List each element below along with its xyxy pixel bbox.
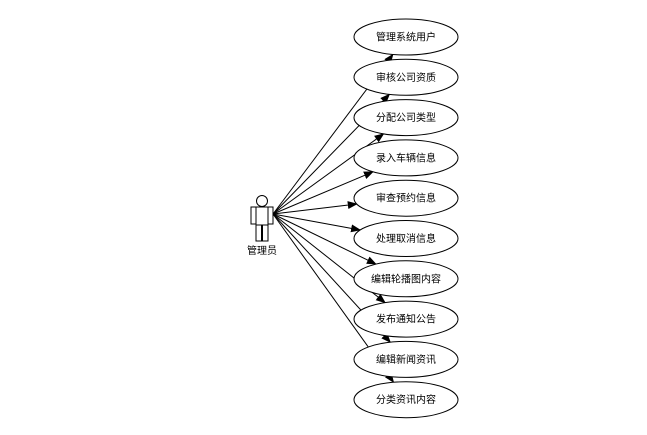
use-case: 分类资讯内容 [353,381,459,419]
use-case-ellipse [353,220,459,257]
use-case-label: 分配公司类型 [376,111,436,124]
association-arrow [272,213,377,265]
association-arrow [272,213,362,233]
use-case: 管理系统用户 [353,18,459,56]
use-case: 审核公司资质 [353,58,459,96]
use-case-label: 录入车辆信息 [376,151,436,164]
use-case: 编辑轮播图内容 [353,260,459,298]
use-case: 处理取消信息 [353,220,459,257]
use-case-ellipse [353,179,459,217]
use-case: 分配公司类型 [353,99,459,137]
use-cases: 管理系统用户审核公司资质分配公司类型录入车辆信息审查预约信息处理取消信息编辑轮播… [353,18,459,419]
use-case-label: 审核公司资质 [376,71,436,84]
use-case: 审查预约信息 [353,179,459,217]
use-case-ellipse [353,18,459,56]
use-case-ellipse [353,340,459,378]
use-case-ellipse [353,99,459,137]
use-case-label: 编辑新闻资讯 [376,353,436,366]
use-case-label: 审查预约信息 [376,192,436,205]
use-case-label: 编辑轮播图内容 [371,272,441,285]
use-case-ellipse [353,381,459,419]
use-case: 编辑新闻资讯 [353,340,459,378]
association-arrow [272,201,358,215]
use-case-ellipse [353,58,459,96]
use-case-ellipse [353,139,459,177]
association-arrow [272,171,374,215]
use-case-label: 分类资讯内容 [376,393,436,406]
use-case-ellipse [353,300,459,338]
use-case-label: 管理系统用户 [376,31,436,44]
use-case: 录入车辆信息 [353,139,459,177]
use-case: 发布通知公告 [353,300,459,338]
use-case-label: 发布通知公告 [376,313,436,326]
use-case-label: 处理取消信息 [376,232,436,245]
actor: 管理员 [247,195,277,257]
use-case-ellipse [353,260,459,298]
person-icon [250,195,274,242]
actor-label: 管理员 [247,244,277,257]
